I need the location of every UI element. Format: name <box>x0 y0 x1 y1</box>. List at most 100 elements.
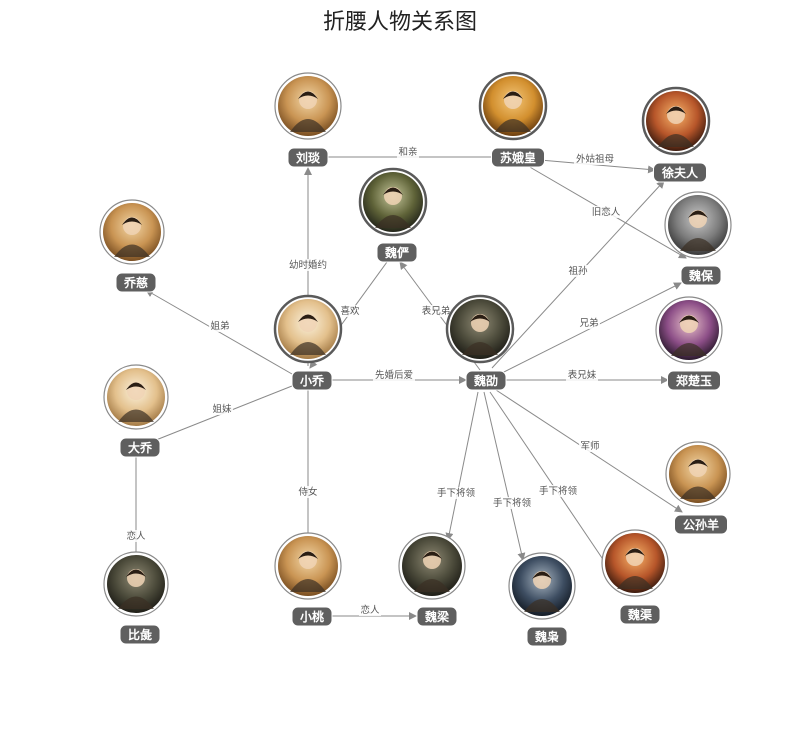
avatar-body-shape <box>290 342 326 355</box>
avatar-hair-shape <box>298 91 318 99</box>
character-node-suehuang[interactable]: 苏娥皇 <box>478 71 548 168</box>
avatar-body-shape <box>118 596 154 609</box>
character-node-qiaoci[interactable]: 乔慈 <box>99 199 165 293</box>
character-node-weibao[interactable]: 魏保 <box>664 191 732 286</box>
edge-label-bg <box>287 259 329 271</box>
character-node-weiyan[interactable]: 魏俨 <box>358 167 428 263</box>
name-tag <box>287 147 329 168</box>
edge-label-bg <box>537 485 579 497</box>
edge-label: 先婚后爱 <box>375 369 413 381</box>
avatar-hair-shape <box>688 210 708 218</box>
edge-label: 表兄弟 <box>422 305 451 317</box>
character-name: 比彘 <box>128 627 152 642</box>
edge-label-bg <box>373 369 415 381</box>
character-node-weigao[interactable]: 魏枭 <box>508 552 576 647</box>
character-node-xiaoqiao[interactable]: 小乔 <box>273 294 343 391</box>
edge-label: 姐弟 <box>210 320 229 332</box>
name-tag <box>119 437 161 458</box>
edge-label: 和亲 <box>398 146 417 158</box>
avatar-body-shape <box>680 238 716 251</box>
avatar-hair-shape <box>688 459 708 467</box>
avatar-hair-shape <box>383 187 403 195</box>
avatar-hair-shape <box>532 571 552 579</box>
name-tag <box>291 606 333 627</box>
edge-label-bg <box>125 530 147 542</box>
edge-weishao-weiliang <box>445 391 479 541</box>
edge-label-bg <box>359 604 381 616</box>
edge-weishao-weigao <box>483 391 526 561</box>
edge-label: 祖孙 <box>568 265 588 277</box>
avatar-body-shape <box>118 409 154 422</box>
edge-label: 手下将领 <box>437 487 476 499</box>
avatar-body-shape <box>671 343 707 356</box>
character-name: 大乔 <box>128 440 153 455</box>
character-node-daqiao[interactable]: 大乔 <box>103 364 169 458</box>
character-node-weishao[interactable]: 魏劭 <box>445 294 515 391</box>
character-name: 徐夫人 <box>661 165 699 180</box>
character-name: 魏劭 <box>473 373 498 388</box>
avatar-body-shape <box>524 599 560 612</box>
avatar-body-shape <box>658 134 694 147</box>
name-tag <box>680 265 722 286</box>
edge-label-bg <box>420 305 452 317</box>
edge-label: 表兄妹 <box>568 369 597 381</box>
avatar-body-shape <box>617 576 653 589</box>
edge-label: 手下将领 <box>539 485 578 497</box>
avatar-hair-shape <box>298 551 318 559</box>
character-node-weiliang[interactable]: 魏梁 <box>398 532 466 627</box>
edges-layer: 和亲外姑祖母旧恋人幼时婚约喜欢表兄弟祖孙兄弟姐弟先婚后爱表兄妹姐妹军师恋人侍女手… <box>125 146 687 620</box>
name-tag <box>653 162 707 183</box>
nodes-layer: 刘琰 苏娥皇徐夫人 魏俨 乔慈魏保小乔 魏劭 郑楚玉大乔公孙羊比彘 小桃 魏梁魏枭魏渠 <box>99 71 732 647</box>
diagram-title: 折腰人物关系图 <box>322 10 477 35</box>
edge-label-bg <box>574 153 616 165</box>
avatar-hair-shape <box>503 91 523 99</box>
name-tag <box>674 514 728 535</box>
edge-label: 姐妹 <box>212 403 232 415</box>
edge-label-bg <box>578 317 600 329</box>
name-tag <box>416 606 458 627</box>
name-tag <box>491 147 545 168</box>
name-tag <box>119 624 161 645</box>
character-node-xiaotao[interactable]: 小桃 <box>274 532 342 627</box>
edge-label-bg <box>209 320 231 332</box>
edge-label: 恋人 <box>360 604 380 616</box>
avatar-hair-shape <box>679 315 699 323</box>
character-node-zhengchuyu[interactable]: 郑楚玉 <box>655 296 723 391</box>
avatar-body-shape <box>114 244 150 257</box>
edge-label-bg <box>339 305 361 317</box>
edge-label: 外姑祖母 <box>576 153 614 165</box>
avatar-body-shape <box>495 119 531 132</box>
character-node-gongsunyang[interactable]: 公孙羊 <box>665 441 731 535</box>
avatar-body-shape <box>375 215 411 228</box>
edge-label: 旧恋人 <box>592 206 621 218</box>
name-tag <box>376 242 418 263</box>
character-node-bizhi[interactable]: 比彘 <box>103 551 169 645</box>
avatar-body-shape <box>414 579 450 592</box>
name-tag <box>526 626 568 647</box>
edge-label-bg <box>397 146 419 158</box>
character-node-xufuren[interactable]: 徐夫人 <box>641 86 711 183</box>
edge-label-bg <box>566 369 598 381</box>
edge-label: 侍女 <box>298 486 317 498</box>
edge-label: 兄弟 <box>579 317 598 329</box>
avatar-hair-shape <box>126 569 146 577</box>
character-node-liuyan[interactable]: 刘琰 <box>274 72 342 168</box>
avatar-body-shape <box>462 342 498 355</box>
character-name: 魏保 <box>688 268 714 283</box>
character-name: 刘琰 <box>296 150 321 165</box>
character-name: 小乔 <box>300 373 325 388</box>
avatar-hair-shape <box>122 217 142 225</box>
character-name: 苏娥皇 <box>500 150 536 165</box>
character-name: 小桃 <box>300 609 324 624</box>
avatar-hair-shape <box>298 314 318 322</box>
edge-label-bg <box>567 265 589 277</box>
edge-label-bg <box>211 403 233 415</box>
edge-label-bg <box>590 206 622 218</box>
name-tag <box>667 370 721 391</box>
avatar-body-shape <box>680 486 716 499</box>
character-node-weiqu[interactable]: 魏渠 <box>601 529 669 625</box>
name-tag <box>619 604 661 625</box>
character-name: 公孙羊 <box>683 517 719 532</box>
character-name: 魏渠 <box>627 607 652 622</box>
